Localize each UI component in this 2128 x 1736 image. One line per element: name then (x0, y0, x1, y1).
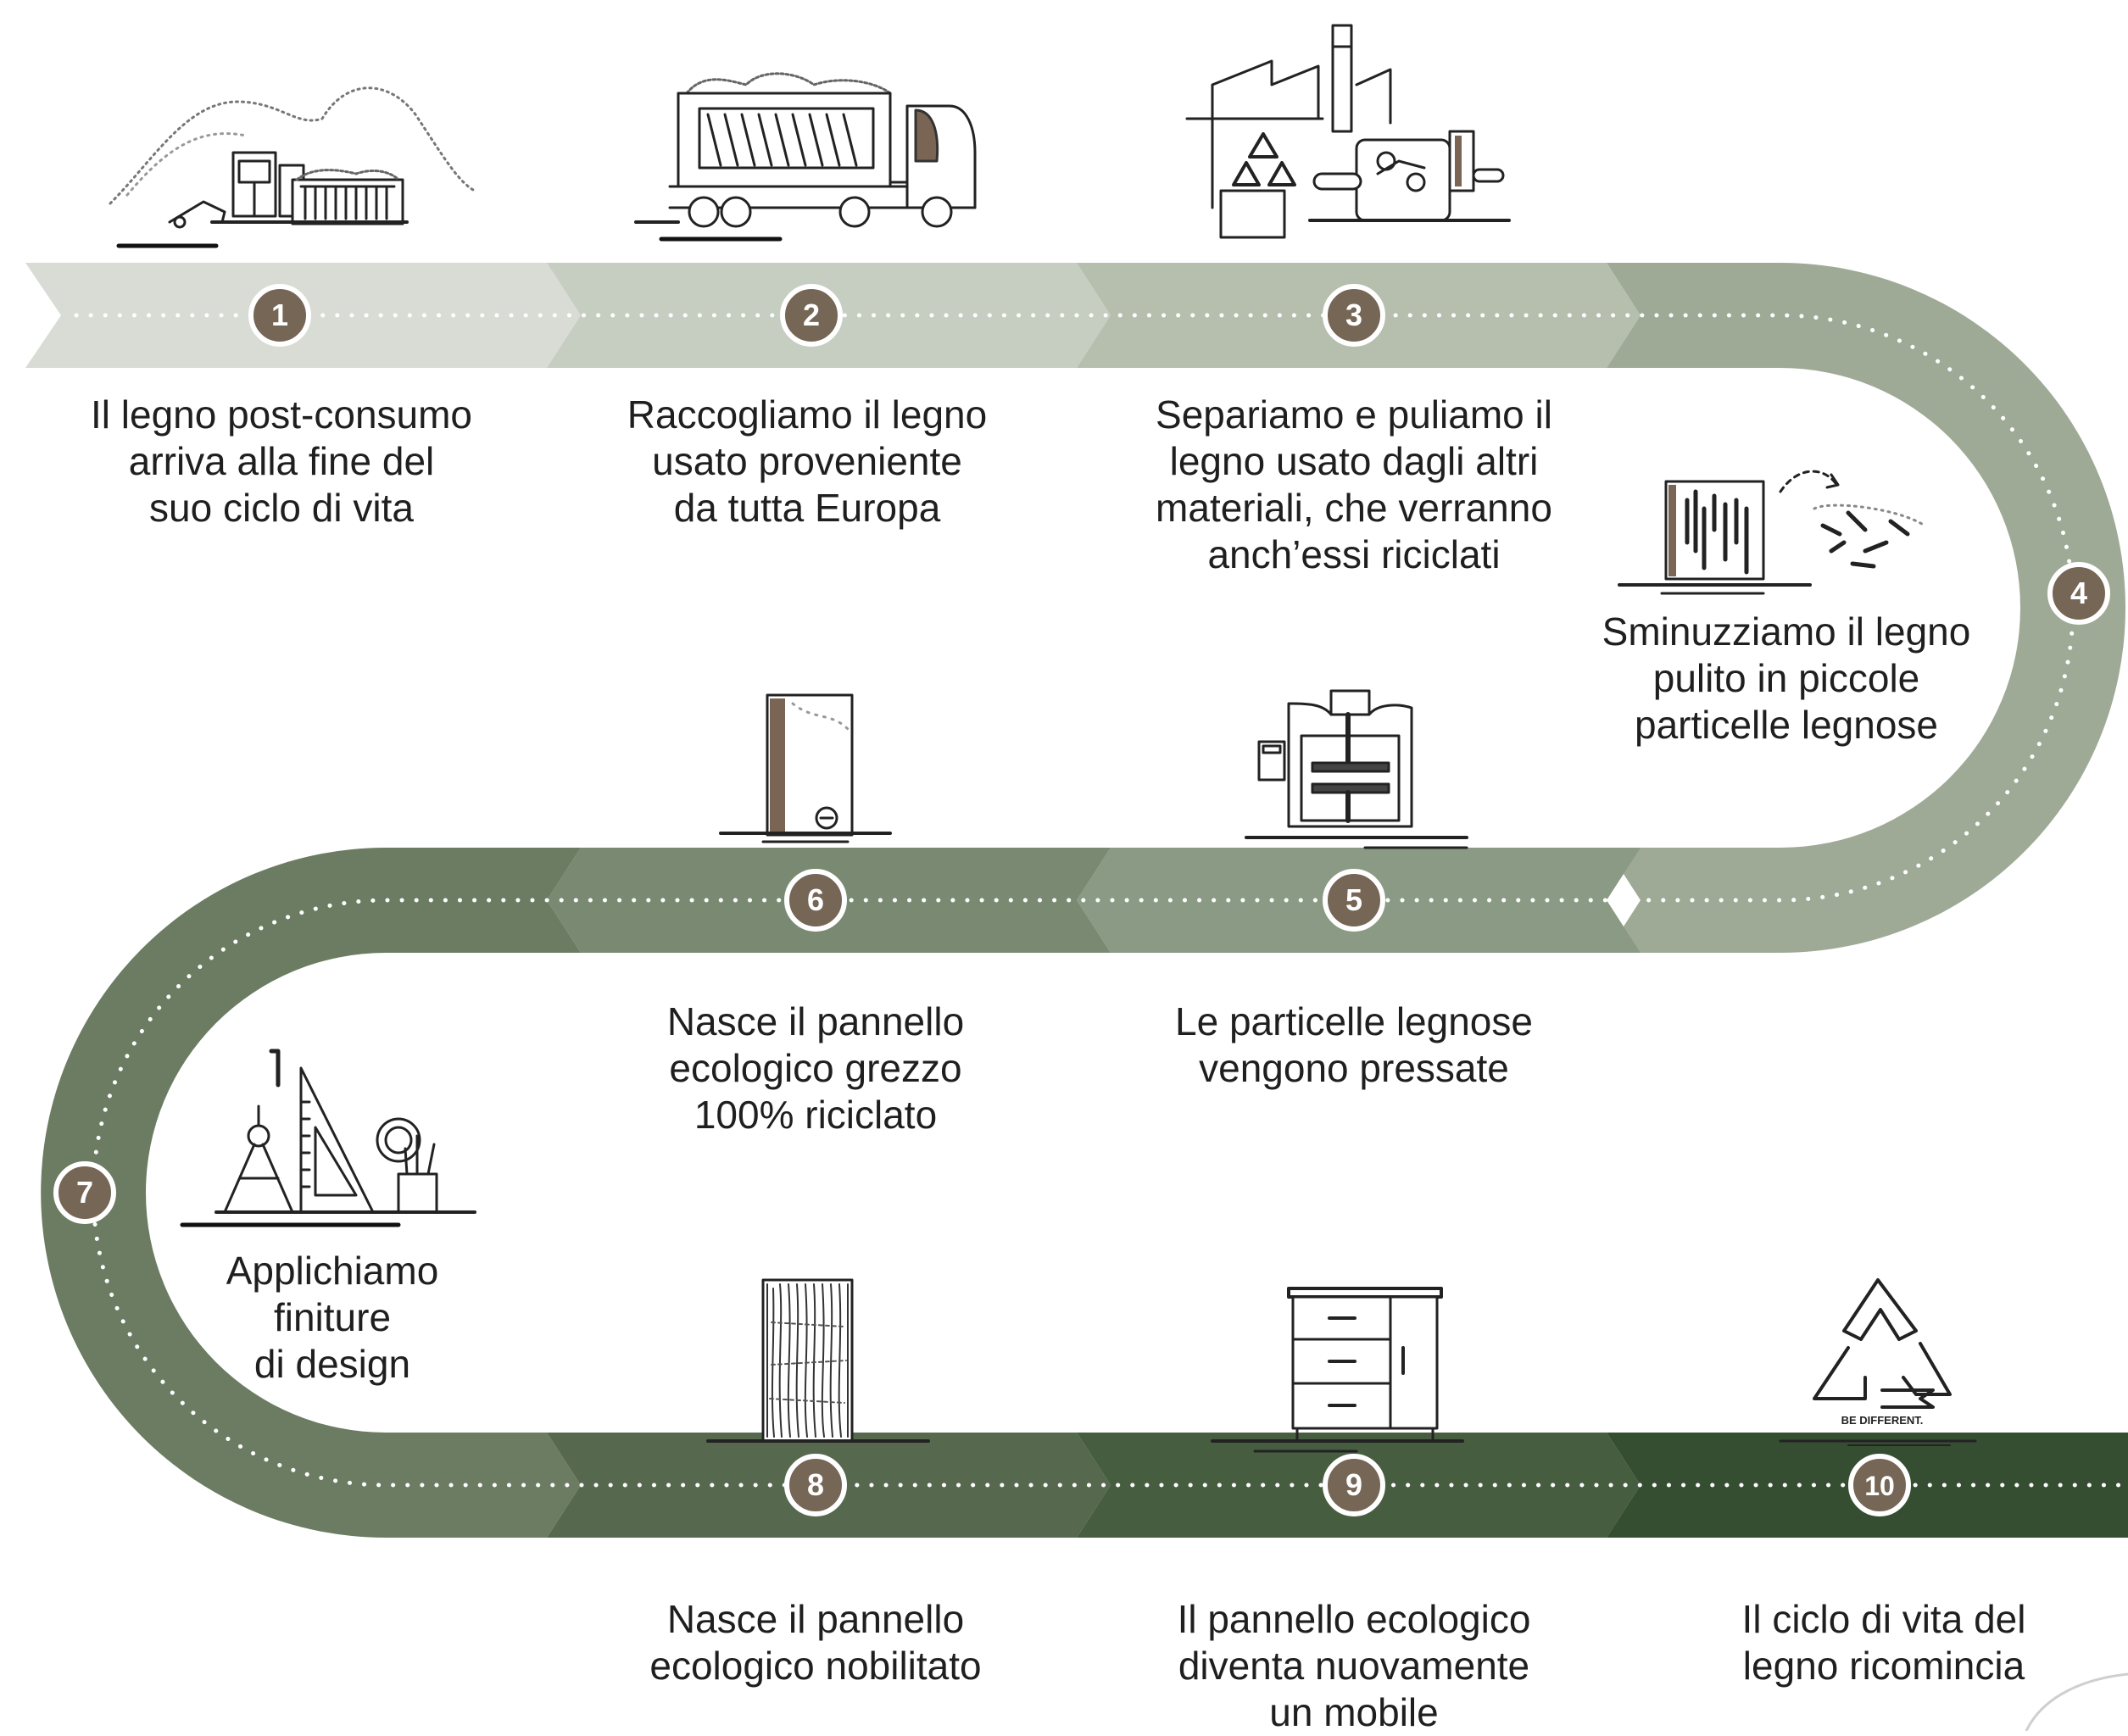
caption-line: ecologico grezzo (669, 1046, 962, 1090)
step-number: 1 (271, 298, 288, 332)
step-badge-4: 4 (2047, 562, 2110, 625)
caption-step-9: Il pannello ecologico diventa nuovamente… (1178, 1596, 1531, 1736)
caption-line: pulito in piccole (1652, 656, 1920, 700)
caption-line: Il ciclo di vita del (1741, 1597, 2026, 1641)
caption-line: Nasce il pannello (666, 1597, 965, 1641)
step-badge-7: 7 (53, 1161, 116, 1224)
step-badge-circle (1323, 1454, 1385, 1516)
caption-step-2: Raccogliamo il legno usato proveniente d… (627, 392, 987, 531)
raw-panel-icon (719, 693, 892, 843)
caption-line: Il pannello ecologico (1177, 1597, 1531, 1641)
shredder-icon (1618, 470, 1926, 595)
finished-panel-icon (706, 1278, 930, 1443)
step-badge-circle (2047, 562, 2110, 625)
caption-step-7: Applichiamo finiture di design (226, 1248, 439, 1388)
caption-line: materiali, che verranno (1156, 486, 1552, 530)
recycling-plant-icon (1185, 24, 1511, 239)
caption-line: legno usato dagli altri (1169, 439, 1539, 483)
step-badge-circle (780, 284, 843, 347)
step-number: 8 (807, 1467, 824, 1502)
road-segment-4 (1607, 263, 2125, 953)
step-badge-circle (784, 1454, 847, 1516)
caption-line: Applichiamo (226, 1249, 439, 1293)
caption-line: 100% riciclato (694, 1093, 938, 1137)
step-badge-8: 8 (784, 1454, 847, 1516)
caption-line: particelle legnose (1634, 703, 1938, 747)
step-number: 10 (1864, 1471, 1895, 1501)
caption-line: usato proveniente (652, 439, 962, 483)
design-tools-icon (180, 1049, 476, 1227)
step-badge-circle (1323, 869, 1385, 932)
caption-line: Separiamo e puliamo il (1156, 392, 1552, 437)
step-badge-3: 3 (1323, 284, 1385, 347)
step-badge-9: 9 (1323, 1454, 1385, 1516)
step-badge-circle (248, 284, 311, 347)
step-badge-6: 6 (784, 869, 847, 932)
recycle-logo-icon: BE DIFFERENT. (1779, 1278, 1977, 1446)
cabinet-icon (1211, 1287, 1464, 1453)
step-badge-1: 1 (248, 284, 311, 347)
step-number: 5 (1345, 882, 1362, 917)
step-number: 9 (1345, 1467, 1362, 1502)
caption-line: legno ricomincia (1742, 1644, 2025, 1688)
caption-line: arriva alla fine del (128, 439, 435, 483)
landfill-icon (109, 86, 476, 248)
caption-step-5: Le particelle legnose vengono pressate (1175, 999, 1533, 1092)
caption-line: diventa nuovamente (1178, 1644, 1530, 1688)
stamp-arc (2025, 1672, 2128, 1731)
caption-line: Raccogliamo il legno (627, 392, 988, 437)
caption-line: di design (253, 1342, 411, 1386)
caption-step-4: Sminuzziamo il legno pulito in piccole p… (1602, 609, 1971, 748)
road-segment-7 (41, 848, 582, 1538)
caption-step-8: Nasce il pannello ecologico nobilitato (649, 1596, 981, 1689)
caption-line: finiture (273, 1295, 392, 1339)
caption-line: da tutta Europa (673, 486, 941, 530)
step-number: 2 (803, 298, 820, 332)
caption-line: suo ciclo di vita (149, 486, 414, 530)
caption-step-10: Il ciclo di vita del legno ricomincia (1742, 1596, 2026, 1689)
caption-line: vengono pressate (1199, 1046, 1509, 1090)
caption-line: un mobile (1269, 1690, 1439, 1734)
caption-line: anch’essi riciclati (1207, 532, 1501, 576)
step-number: 7 (76, 1175, 93, 1210)
caption-line: Le particelle legnose (1175, 999, 1533, 1043)
cycle-road (25, 263, 2128, 1538)
caption-step-6: Nasce il pannello ecologico grezzo 100% … (667, 999, 964, 1138)
step-badge-circle (1848, 1454, 1911, 1516)
step-badges: 1 2 3 4 5 6 7 8 9 10 (53, 284, 2110, 1516)
caption-line: Il legno post-consumo (90, 392, 473, 437)
press-machine-icon (1245, 689, 1468, 849)
caption-line: Nasce il pannello (666, 999, 965, 1043)
caption-line: ecologico nobilitato (649, 1644, 982, 1688)
step-badge-5: 5 (1323, 869, 1385, 932)
caption-step-1: Il legno post-consumo arriva alla fine d… (91, 392, 472, 531)
caption-step-3: Separiamo e puliamo il legno usato dagli… (1156, 392, 1552, 578)
road-dotted-line (74, 313, 2128, 1488)
step-badge-circle (1323, 284, 1385, 347)
step-badge-2: 2 (780, 284, 843, 347)
step-number: 4 (2070, 576, 2087, 610)
logo-text: BE DIFFERENT. (1841, 1414, 1924, 1427)
caption-line: Sminuzziamo il legno (1602, 609, 1971, 654)
step-badge-circle (53, 1161, 116, 1224)
truck-icon (634, 72, 977, 242)
step-badge-circle (784, 869, 847, 932)
step-badge-10: 10 (1848, 1454, 1911, 1516)
step-number: 3 (1345, 298, 1362, 332)
step-number: 6 (807, 882, 824, 917)
